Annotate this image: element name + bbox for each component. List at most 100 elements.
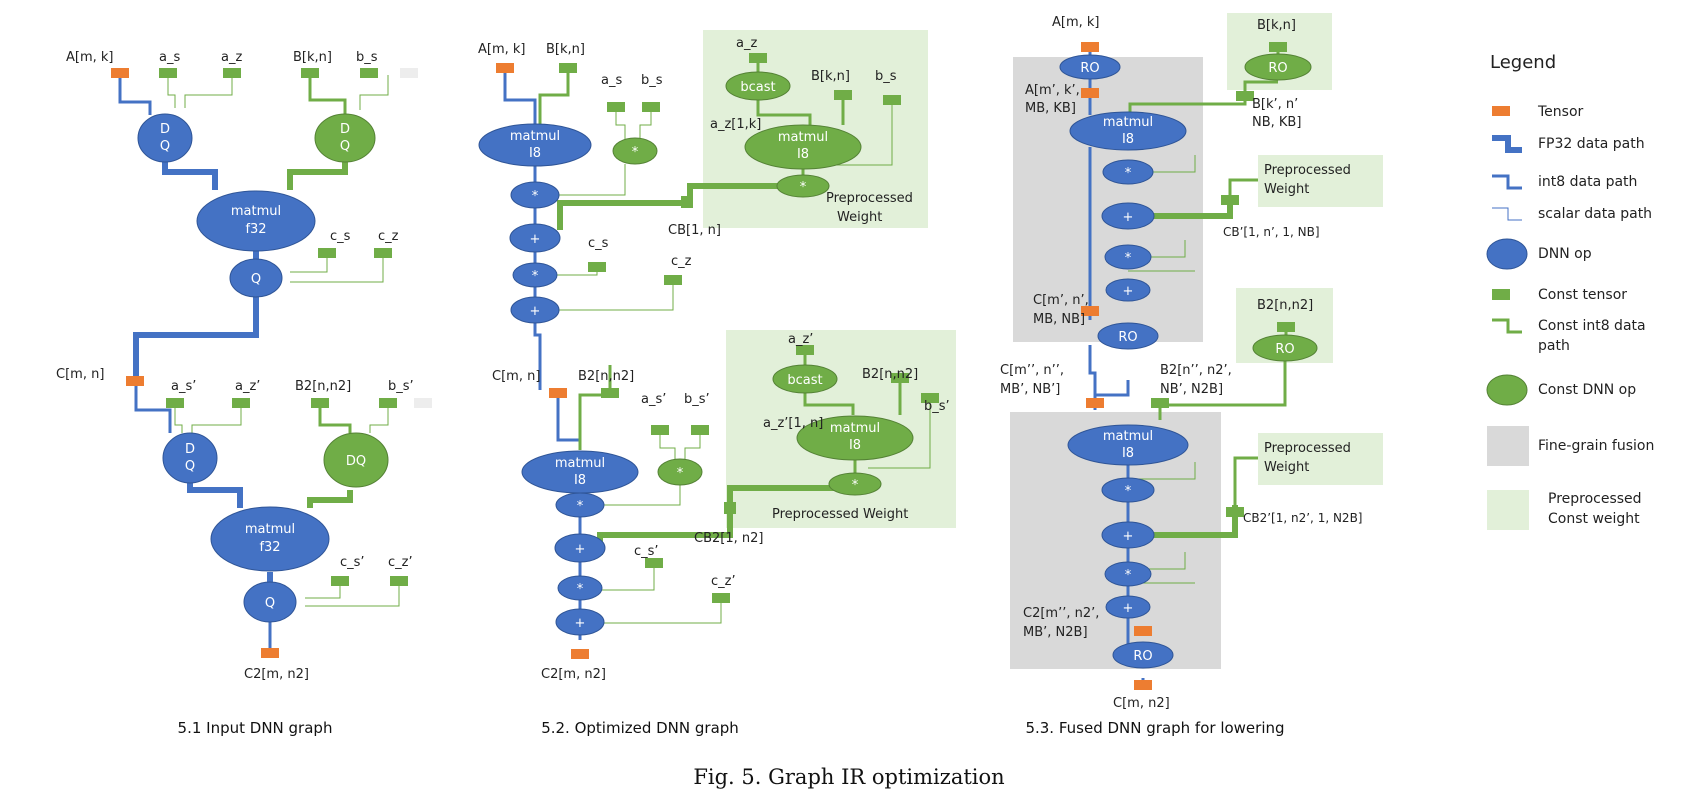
tensor-label: CB’[1, n’, 1, NB] xyxy=(1223,225,1320,239)
op-label: + xyxy=(1123,284,1134,299)
tensor-label: c_s’ xyxy=(340,555,365,570)
op-label: Q xyxy=(340,139,350,154)
const-tensor xyxy=(1269,42,1287,52)
tensor-label: C[m’’, n’’, xyxy=(1000,363,1064,378)
op-label: Q xyxy=(251,272,261,287)
const-mul-op xyxy=(612,137,658,165)
tensor-label: b_s’ xyxy=(924,399,950,414)
tensor xyxy=(1086,398,1104,408)
op-label: matmul xyxy=(830,421,880,436)
const-tensor xyxy=(588,262,606,272)
preprocessed-label: Weight xyxy=(837,210,882,225)
mul-op xyxy=(1104,244,1152,270)
op-label: * xyxy=(1125,166,1132,181)
const-int8-path xyxy=(756,100,812,125)
tensor-label: a_s xyxy=(159,50,180,65)
tensor-label: c_s’ xyxy=(634,544,659,559)
scalar-path xyxy=(305,583,341,599)
tensor-label: a_s’ xyxy=(171,379,196,394)
tensor-label: C2[m, n2] xyxy=(541,667,606,682)
const-tensor xyxy=(601,388,619,398)
tensor-label: c_z’ xyxy=(388,555,413,570)
tensor-label: B[k,n] xyxy=(1257,18,1296,33)
tensor-label: MB’, N2B] xyxy=(1023,625,1088,640)
op-label: + xyxy=(530,232,541,247)
op-label: * xyxy=(632,145,639,160)
legend-item: scalar data path xyxy=(1538,206,1652,222)
tensor-label: B2[n,n2] xyxy=(862,367,918,382)
const-tensor xyxy=(651,425,669,435)
tensor-label: C[m, n2] xyxy=(1113,696,1170,711)
panel-fused-graph: RO RO matmul I8 * + * + RO RO matmul I8 … xyxy=(1000,13,1383,737)
op-label: + xyxy=(530,304,541,319)
op-label: RO xyxy=(1133,649,1152,664)
tensor-label: B2[n,n2] xyxy=(1257,298,1313,313)
legend-item: Const DNN op xyxy=(1538,382,1636,398)
op-label: * xyxy=(532,269,539,284)
scalar-path xyxy=(540,282,674,311)
op-label: I8 xyxy=(849,438,861,453)
tensor xyxy=(1081,88,1099,98)
reorder-op xyxy=(1112,641,1174,669)
tensor-label: C[m, n] xyxy=(492,369,540,384)
scalar-path xyxy=(184,75,233,108)
tensor-label: a_z’ xyxy=(235,379,260,394)
tensor-label: NB’, N2B] xyxy=(1160,382,1223,397)
legend-int8-swatch xyxy=(1492,174,1522,190)
const-tensor xyxy=(712,593,730,603)
op-label: D xyxy=(340,122,350,137)
figure-caption: Fig. 5. Graph IR optimization xyxy=(693,765,1004,789)
tensor-label: B[k,n] xyxy=(546,42,585,57)
tensor xyxy=(126,376,144,386)
tensor-label: A[m’, k’, xyxy=(1025,83,1080,98)
const-int8-path xyxy=(1243,80,1278,93)
const-tensor xyxy=(645,558,663,568)
op-label: * xyxy=(677,466,684,481)
op-label: I8 xyxy=(574,473,586,488)
panel-caption: 5.3. Fused DNN graph for lowering xyxy=(1025,719,1284,737)
tensor-label: a_z’ xyxy=(788,332,813,347)
const-tensor xyxy=(607,102,625,112)
int8-path xyxy=(134,385,172,433)
preprocessed-label: Preprocessed xyxy=(1264,441,1351,456)
legend-title: Legend xyxy=(1490,52,1556,73)
const-tensor xyxy=(318,248,336,258)
const-int8-path xyxy=(578,365,612,450)
tensor xyxy=(261,648,279,658)
scalar-path xyxy=(684,432,701,460)
add-op xyxy=(1101,521,1155,549)
tensor xyxy=(1134,626,1152,636)
const-reorder-op xyxy=(1252,334,1318,362)
scalar-path xyxy=(639,110,652,140)
scalar-path xyxy=(545,164,626,196)
scalar-path xyxy=(290,255,384,283)
op-label: DQ xyxy=(346,454,366,469)
scalar-path xyxy=(585,600,722,624)
const-tensor xyxy=(159,68,177,78)
const-tensor xyxy=(883,95,901,105)
mul-op xyxy=(557,575,603,601)
tensor-label: c_z xyxy=(378,229,399,244)
dequantize-op xyxy=(137,113,193,163)
const-fp32-path xyxy=(307,490,353,508)
mul-op xyxy=(510,181,560,209)
tensor-label: C[m, n] xyxy=(56,367,104,382)
const-int8-path xyxy=(538,70,570,125)
const-tensor xyxy=(311,398,329,408)
op-label: * xyxy=(577,499,584,514)
legend-item: Const tensor xyxy=(1538,287,1627,303)
op-label: + xyxy=(1123,529,1134,544)
int8-path xyxy=(118,75,152,115)
tensor-label: b_s xyxy=(356,50,378,65)
tensor-label: c_z xyxy=(671,254,692,269)
tensor-label: a_z[1,k] xyxy=(710,117,761,132)
add-op xyxy=(509,223,561,253)
tensor xyxy=(111,68,129,78)
const-tensor xyxy=(1277,322,1295,332)
legend-item-cont: Const weight xyxy=(1548,511,1640,527)
tensor-label: CB2[1, n2] xyxy=(694,531,763,546)
const-tensor xyxy=(1226,507,1244,517)
const-int8-path xyxy=(308,75,347,115)
tensor-label: CB2’[1, n2’, 1, N2B] xyxy=(1243,511,1362,525)
legend-dnn-op-swatch xyxy=(1486,238,1528,270)
